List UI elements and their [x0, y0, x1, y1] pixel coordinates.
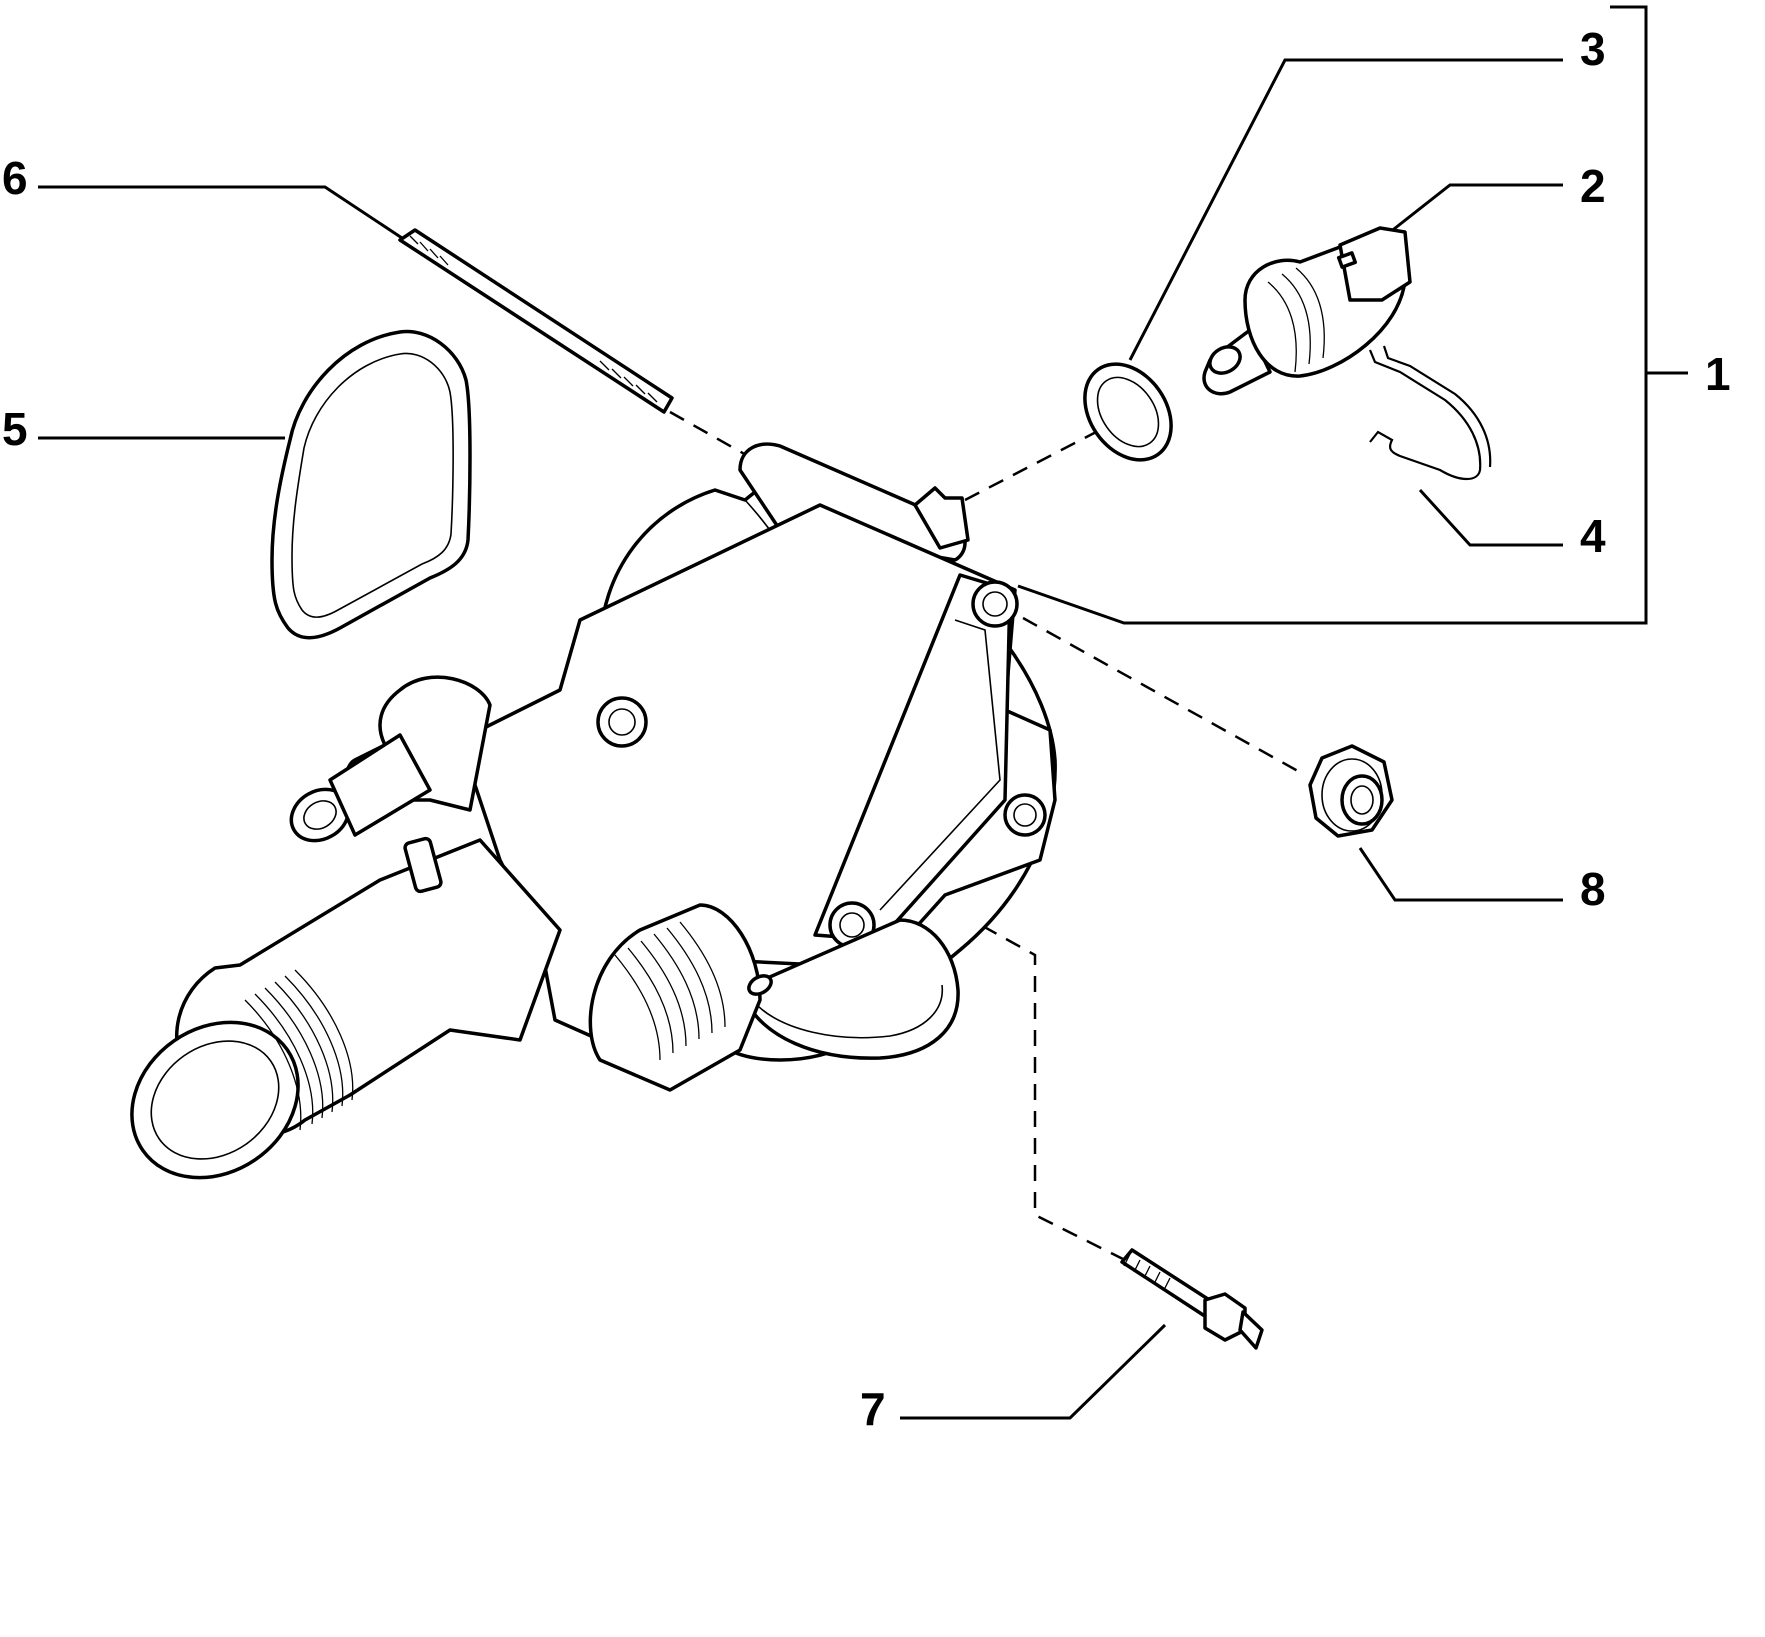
gasket-part-5 [270, 329, 472, 640]
o-ring-part-3 [1083, 362, 1173, 462]
callout-8: 8 [1580, 863, 1606, 915]
sensor-part-2 [1202, 226, 1412, 396]
leader-line-4 [1418, 488, 1563, 547]
callout-7: 7 [860, 1383, 886, 1435]
callout-6: 6 [2, 152, 28, 204]
clip-part-4 [1368, 345, 1492, 481]
stud-part-6 [398, 228, 674, 414]
callout-5: 5 [2, 403, 28, 455]
assembly-axes [627, 410, 1306, 1262]
axis-stud [669, 410, 756, 462]
callout-labels: 1 2 3 4 5 6 7 8 [2, 23, 1731, 1435]
callout-1: 1 [1705, 348, 1731, 400]
axis-nut [1022, 616, 1306, 777]
leader-line-7 [900, 1323, 1167, 1420]
leader-line-3 [1128, 58, 1563, 361]
leader-line-6 [38, 185, 406, 242]
leader-lines [38, 5, 1688, 1420]
nut-part-8 [1308, 744, 1394, 838]
callout-3: 3 [1580, 23, 1606, 75]
leader-line-1-bracket [1017, 5, 1648, 625]
axis-bolt [627, 728, 1126, 1262]
axis-sensor [964, 428, 1101, 502]
thermostat-housing [130, 442, 1057, 1180]
callout-2: 2 [1580, 160, 1606, 212]
leader-line-2 [1379, 183, 1563, 242]
leader-line-8 [1358, 847, 1563, 902]
bolt-part-7 [1120, 1248, 1264, 1350]
callout-4: 4 [1580, 510, 1606, 562]
